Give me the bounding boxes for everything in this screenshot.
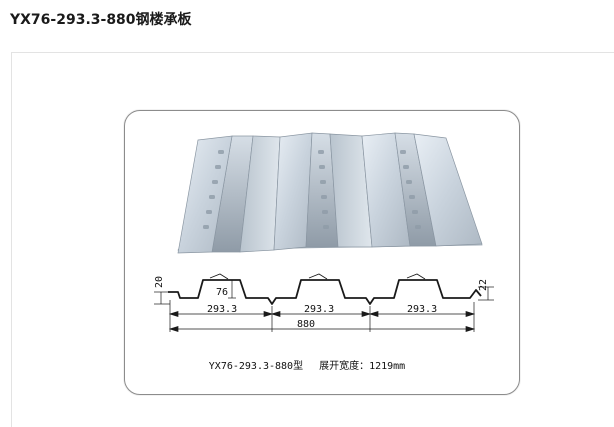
dim-pitch-1: 293.3 — [207, 304, 237, 315]
dim-rib-height: 76 — [216, 287, 228, 298]
caption-model: YX76-293.3-880型 — [208, 361, 304, 372]
dim-right-height: 22 — [478, 279, 489, 291]
section-profile — [168, 279, 482, 305]
page-title: YX76-293.3-880钢楼承板 — [10, 12, 192, 28]
caption-width: 展开宽度：1219mm — [319, 361, 406, 372]
dim-pitch-2: 293.3 — [304, 304, 334, 315]
dim-left-height: 20 — [154, 276, 165, 288]
dimension-lines — [154, 279, 494, 332]
dim-cover-width: 880 — [297, 319, 315, 330]
deck-sheet-photo — [177, 132, 483, 254]
figure-caption: YX76-293.3-880型 展开宽度：1219mm — [0, 357, 614, 372]
dim-pitch-3: 293.3 — [407, 304, 437, 315]
